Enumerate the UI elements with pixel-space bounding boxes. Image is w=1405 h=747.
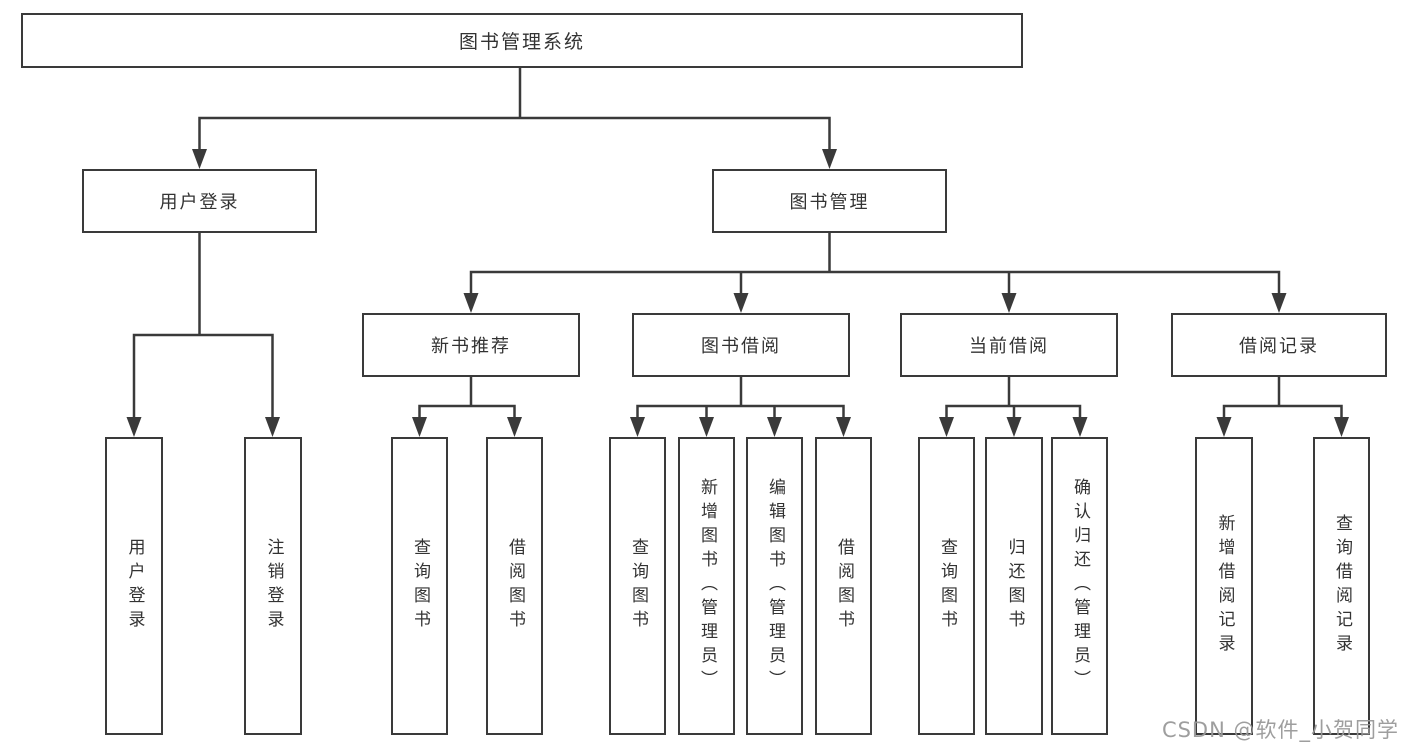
node-label: 当前借阅 bbox=[969, 336, 1049, 357]
node-label: 图书借阅 bbox=[701, 336, 781, 357]
node-label: 新增图书（管理员） bbox=[697, 478, 717, 694]
node-label: 查询图书 bbox=[628, 538, 648, 634]
node-label: 归还图书 bbox=[1004, 538, 1025, 634]
node-book-borrowing: 图书借阅 bbox=[632, 313, 850, 377]
leaf-query-borrow-record: 查询借阅记录 bbox=[1313, 437, 1370, 735]
csdn-watermark: CSDN @软件_小贺同学 bbox=[1161, 718, 1399, 742]
node-label: 注销登录 bbox=[263, 538, 284, 634]
arrowhead-icons bbox=[126, 149, 1349, 437]
node-new-book-recommendation: 新书推荐 bbox=[362, 313, 580, 377]
node-label: 新增借阅记录 bbox=[1214, 514, 1235, 658]
leaf-add-borrow-record: 新增借阅记录 bbox=[1195, 437, 1253, 735]
node-label: 新书推荐 bbox=[431, 336, 511, 357]
node-label: 查询图书 bbox=[410, 538, 430, 634]
node-label: 图书管理 bbox=[789, 192, 870, 213]
leaf-user-login: 用户登录 bbox=[105, 437, 163, 735]
leaf-borrow-books-recommend: 借阅图书 bbox=[486, 437, 543, 735]
node-library-management-system: 图书管理系统 bbox=[21, 13, 1023, 68]
node-label: 编辑图书（管理员） bbox=[765, 478, 785, 694]
node-label: 借阅记录 bbox=[1239, 336, 1319, 357]
node-label: 查询图书 bbox=[937, 538, 957, 634]
node-label: 用户登录 bbox=[124, 538, 145, 634]
leaf-edit-books-admin: 编辑图书（管理员） bbox=[746, 437, 803, 735]
node-label: 图书管理系统 bbox=[458, 31, 585, 53]
node-label: 借阅图书 bbox=[505, 538, 525, 634]
leaf-return-books: 归还图书 bbox=[985, 437, 1043, 735]
leaf-query-books-borrow: 查询图书 bbox=[609, 437, 666, 735]
leaf-add-books-admin: 新增图书（管理员） bbox=[678, 437, 735, 735]
leaf-confirm-return-admin: 确认归还（管理员） bbox=[1051, 437, 1108, 735]
node-borrowing-records: 借阅记录 bbox=[1171, 313, 1387, 377]
node-label: 确认归还（管理员） bbox=[1070, 478, 1090, 694]
node-label: 查询借阅记录 bbox=[1332, 514, 1352, 658]
node-label: 用户登录 bbox=[159, 192, 240, 213]
leaf-logout-login: 注销登录 bbox=[244, 437, 302, 735]
node-book-management: 图书管理 bbox=[712, 169, 947, 233]
node-label: 借阅图书 bbox=[834, 538, 854, 634]
node-user-login: 用户登录 bbox=[82, 169, 317, 233]
leaf-query-books-current: 查询图书 bbox=[918, 437, 975, 735]
leaf-borrow-books: 借阅图书 bbox=[815, 437, 872, 735]
node-current-borrowing: 当前借阅 bbox=[900, 313, 1118, 377]
leaf-query-books-recommend: 查询图书 bbox=[391, 437, 448, 735]
